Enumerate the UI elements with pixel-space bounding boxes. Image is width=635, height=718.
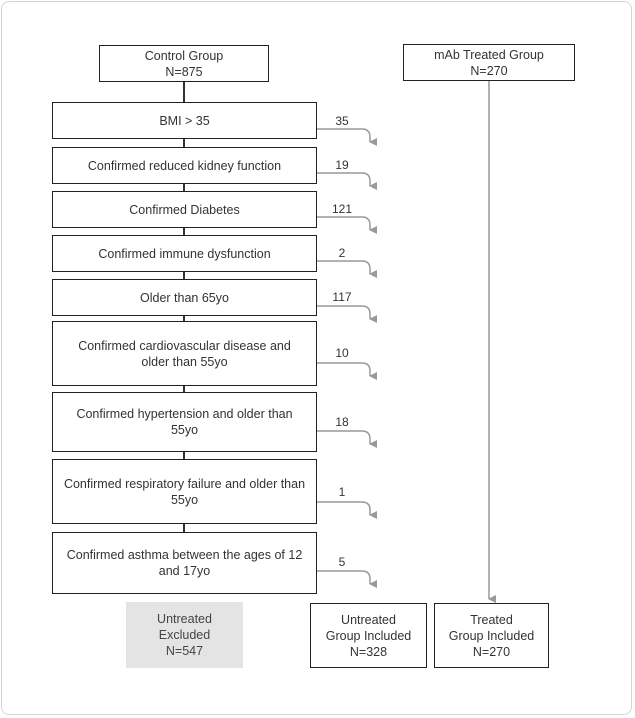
exclusion-arrows <box>317 128 377 588</box>
outcome-line: Treated <box>470 612 513 627</box>
exclusion-arrow <box>317 362 377 380</box>
exclusion-arrow <box>317 172 377 190</box>
outcome-line: Group Included <box>325 628 412 643</box>
excluded-count: 1 <box>338 485 346 499</box>
excluded-count: 18 <box>335 415 349 429</box>
exclusion-arrow <box>317 216 377 234</box>
control-group-count: N=875 <box>165 64 203 79</box>
untreated-excluded-box: Untreated Excluded N=547 <box>126 602 243 668</box>
criterion-box-cardio: Confirmed cardiovascular disease and old… <box>52 321 317 386</box>
criterion-label: Confirmed hypertension and older than 55… <box>76 407 293 437</box>
outcome-line: Group Included <box>448 628 535 643</box>
criterion-label: Confirmed respiratory failure and older … <box>63 476 306 507</box>
outcome-count: N=270 <box>472 644 511 659</box>
control-group-title: Control Group <box>144 48 224 63</box>
treated-group-count: N=270 <box>470 63 508 78</box>
control-group-box: Control Group N=875 <box>99 45 269 82</box>
outcome-count: N=328 <box>349 644 388 659</box>
excluded-count: 5 <box>338 555 346 569</box>
exclusion-arrow <box>317 430 377 448</box>
excluded-count: 10 <box>335 346 349 360</box>
criterion-box-bmi: BMI > 35 <box>52 102 317 139</box>
criterion-box-immune: Confirmed immune dysfunction <box>52 235 317 272</box>
criterion-label: Confirmed Diabetes <box>129 202 240 217</box>
criterion-label: Confirmed asthma between the ages of 12 … <box>66 548 303 578</box>
outcome-line: Excluded <box>158 628 211 642</box>
excluded-count: 35 <box>335 114 349 128</box>
criterion-box-kidney: Confirmed reduced kidney function <box>52 147 317 184</box>
excluded-count: 2 <box>338 246 346 260</box>
criterion-box-asthma: Confirmed asthma between the ages of 12 … <box>52 532 317 594</box>
criterion-box-respiratory: Confirmed respiratory failure and older … <box>52 459 317 524</box>
criterion-label: Confirmed reduced kidney function <box>87 158 282 173</box>
outcome-count: N=547 <box>165 644 204 658</box>
outcome-line: Untreated <box>157 612 212 626</box>
criterion-label: Confirmed immune dysfunction <box>98 246 271 261</box>
exclusion-arrow <box>317 570 377 588</box>
treated-included-box: Treated Group Included N=270 <box>434 603 549 668</box>
criterion-label: Confirmed cardiovascular disease and old… <box>78 338 291 369</box>
treated-group-box: mAb Treated Group N=270 <box>403 44 575 81</box>
untreated-included-box: Untreated Group Included N=328 <box>310 603 427 668</box>
excluded-count: 117 <box>332 290 352 304</box>
exclusion-arrow <box>317 128 377 146</box>
criterion-box-hypertension: Confirmed hypertension and older than 55… <box>52 392 317 452</box>
exclusion-arrow <box>317 501 377 519</box>
exclusion-arrow <box>317 260 377 278</box>
outcome-line: Untreated <box>341 612 396 627</box>
criterion-label: BMI > 35 <box>159 113 210 128</box>
excluded-count: 121 <box>331 202 353 216</box>
exclusion-arrow <box>317 305 377 323</box>
treated-group-title: mAb Treated Group <box>434 47 544 62</box>
excluded-count: 19 <box>335 158 349 172</box>
criterion-box-diabetes: Confirmed Diabetes <box>52 191 317 228</box>
criterion-box-age65: Older than 65yo <box>52 279 317 316</box>
criterion-label: Older than 65yo <box>140 290 229 305</box>
